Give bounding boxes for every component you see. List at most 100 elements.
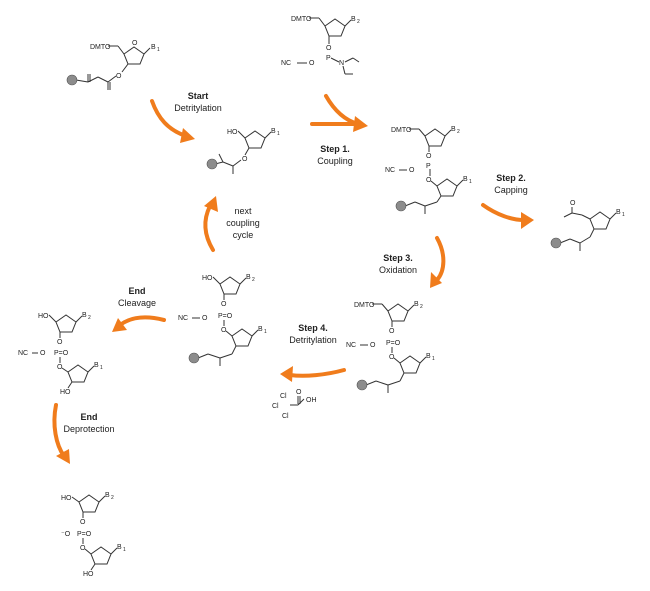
atom-o3: O <box>242 156 248 163</box>
structure-cleaved-dinucleotide: HO B 2 O P=O O NC O B 1 HO <box>18 312 103 396</box>
solid-support-bead <box>206 158 218 170</box>
atom-op: O <box>202 315 208 322</box>
atom-o: O <box>296 389 302 396</box>
label-deprotection: End Deprotection <box>63 411 114 435</box>
atom-base-sub: 2 <box>88 315 91 321</box>
atom-base: B <box>414 301 419 308</box>
atom-o3: O <box>80 519 86 526</box>
atom-o3: O <box>116 73 122 80</box>
label-start-title: Start <box>187 91 209 101</box>
atom-op: O <box>409 167 415 174</box>
label-start-sub: Detritylation <box>174 103 222 113</box>
label-step4-title: Step 4. <box>298 323 328 333</box>
atom-dmto: DMTO <box>90 44 111 51</box>
atom-acetyl-o: O <box>570 200 576 207</box>
atom-base-sub: 1 <box>123 547 126 553</box>
label-next-cycle: next coupling cycle <box>226 205 260 241</box>
structure-oxidized-phosphate: DMTO B 2 O P=O O NC O B 1 <box>346 301 435 393</box>
atom-base: B <box>616 209 621 216</box>
atom-dmto: DMTO <box>291 16 312 23</box>
atom-dmto: DMTO <box>391 127 412 134</box>
label-step3-sub: Oxidation <box>378 265 418 275</box>
label-deprotection-title: End <box>80 412 98 422</box>
label-cleavage: End Cleavage <box>118 285 156 309</box>
atom-base-sub: 1 <box>622 212 625 218</box>
atom-op: O <box>309 60 315 67</box>
arrow-step1 <box>310 94 368 132</box>
arrow-step2 <box>481 203 534 229</box>
arrow-cleavage <box>112 315 166 332</box>
atom-base-sub: 1 <box>277 131 280 137</box>
atom-o5: O <box>426 177 432 184</box>
atom-base: B <box>351 16 356 23</box>
solid-support-bead <box>550 237 562 249</box>
structure-capped: O B 1 <box>550 200 625 251</box>
solid-support-bead <box>356 379 368 391</box>
atom-o5: O <box>80 545 86 552</box>
structure-coupled-phosphite: DMTO B 2 O P O NC O B 1 <box>385 126 472 214</box>
atom-ho-3: HO <box>83 571 94 578</box>
label-start: Start Detritylation <box>174 90 222 114</box>
atom-n: N <box>339 60 344 67</box>
atom-o5: O <box>389 354 395 361</box>
atom-po: P=O <box>77 531 92 538</box>
arrow-start <box>150 99 195 143</box>
atom-po: P=O <box>218 313 233 320</box>
atom-ho-3: HO <box>60 389 71 396</box>
label-cleavage-sub: Cleavage <box>117 298 157 308</box>
atom-nc: NC <box>346 342 356 349</box>
atom-base-sub: 2 <box>357 19 360 25</box>
arrow-deprotection <box>52 403 70 464</box>
atom-p: P <box>426 163 431 170</box>
arrow-next-cycle <box>203 196 218 252</box>
atom-op: O <box>40 350 46 357</box>
label-next-line1: next <box>234 206 252 216</box>
label-step2-sub: Capping <box>494 185 528 195</box>
atom-cl-1: Cl <box>280 393 287 400</box>
atom-base: B <box>451 126 456 133</box>
label-step2: Step 2. Capping <box>494 172 528 196</box>
atom-base: B <box>105 492 110 499</box>
label-deprotection-sub: Deprotection <box>63 424 115 434</box>
atom-base: B <box>246 274 251 281</box>
atom-o5: O <box>57 364 63 371</box>
atom-ho: HO <box>227 129 238 136</box>
atom-base-sub: 2 <box>252 277 255 283</box>
structure-phosphoramidite: DMTO B 2 O P O NC N <box>281 16 360 75</box>
atom-base-sub: 1 <box>264 329 267 335</box>
label-step1-title: Step 1. <box>320 144 350 154</box>
atom-o3: O <box>57 339 63 346</box>
label-next-line2: coupling <box>226 218 260 228</box>
structure-support-dmt-nucleoside: DMTO O B 1 O <box>66 40 160 90</box>
label-step2-title: Step 2. <box>496 173 526 183</box>
atom-po: P=O <box>386 340 401 347</box>
atom-oh: OH <box>306 397 317 404</box>
atom-o5: O <box>221 327 227 334</box>
atom-base-sub: 2 <box>457 129 460 135</box>
solid-support-bead <box>395 200 407 212</box>
atom-base: B <box>82 312 87 319</box>
structure-trichloroacetic-acid: Cl Cl Cl O OH <box>272 389 317 420</box>
atom-base-sub: 2 <box>111 495 114 501</box>
atom-cl-3: Cl <box>282 413 289 420</box>
atom-nc: NC <box>178 315 188 322</box>
atom-ho: HO <box>61 495 72 502</box>
atom-base-sub: 1 <box>432 356 435 362</box>
solid-support-bead <box>66 74 78 86</box>
atom-op: O <box>370 342 376 349</box>
atom-ho: HO <box>202 275 213 282</box>
atom-o-minus: ⁻O <box>61 531 71 538</box>
atom-o3: O <box>326 45 332 52</box>
atom-nc: NC <box>385 167 395 174</box>
atom-ho: HO <box>38 313 49 320</box>
label-cleavage-title: End <box>128 286 146 296</box>
atom-base-sub: 1 <box>100 365 103 371</box>
atom-base-sub: 1 <box>469 179 472 185</box>
atom-base: B <box>426 353 431 360</box>
arrow-step3 <box>430 236 446 288</box>
atom-base: B <box>258 326 263 333</box>
atom-base-sub: 1 <box>157 47 160 53</box>
atom-base: B <box>271 128 276 135</box>
atom-o3: O <box>221 301 227 308</box>
